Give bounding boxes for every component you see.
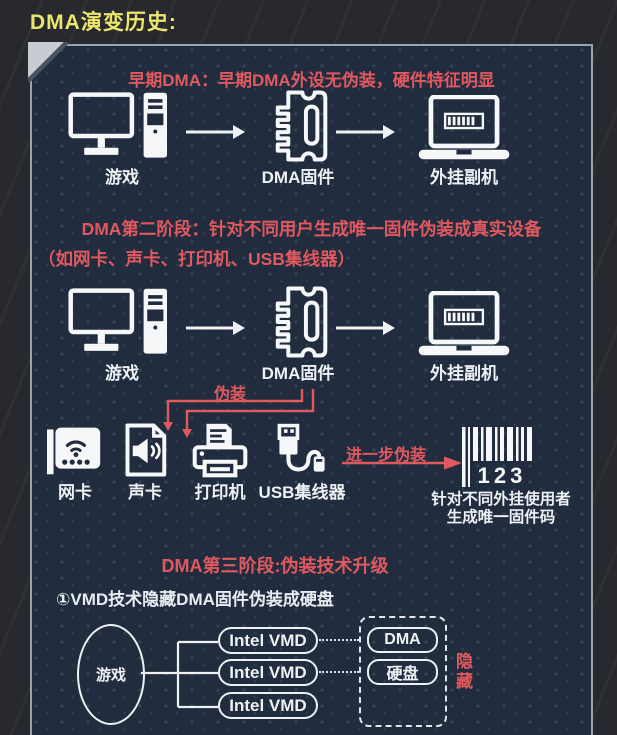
sound-card-icon xyxy=(125,423,167,477)
printer-icon xyxy=(192,423,248,478)
further-masquerade-arrow xyxy=(342,456,462,470)
page-title: DMA演变历史: xyxy=(30,11,177,34)
hdd-box: 硬盘 xyxy=(367,659,438,685)
flow-arrow-icon xyxy=(336,125,395,139)
dotted-link xyxy=(319,671,359,673)
flow2-laptop-group: 外挂副机 xyxy=(410,291,518,384)
dma-card-icon xyxy=(275,90,328,162)
flow-arrow-icon xyxy=(186,321,245,335)
flow-label: 外挂副机 xyxy=(430,364,498,383)
device-sound-card-group: 声卡 xyxy=(114,422,176,503)
further-masquerade-label: 进一步伪装 xyxy=(346,447,427,464)
desktop-computer-icon xyxy=(68,92,167,158)
section1-heading: 早期DMA：早期DMA外设无伪装，硬件特征明显 xyxy=(128,71,495,90)
device-label: 打印机 xyxy=(194,483,246,502)
barcode-icon: 123 xyxy=(462,427,532,487)
dotted-link xyxy=(319,639,359,641)
corner-fold-decoration xyxy=(28,42,68,82)
flow-label: 外挂副机 xyxy=(430,168,498,187)
desktop-computer-icon xyxy=(68,288,167,354)
vmd-box-label: Intel VMD xyxy=(229,662,307,682)
dma-box-label: DMA xyxy=(384,631,421,648)
device-label: 声卡 xyxy=(128,483,162,502)
masquerade-label: 伪装 xyxy=(214,386,247,403)
vmd-box: Intel VMD xyxy=(218,627,318,654)
device-label: USB集线器 xyxy=(258,483,346,502)
device-usb-hub-group: USB集线器 xyxy=(256,422,348,503)
vmd-box: Intel VMD xyxy=(218,692,318,719)
hidden-label: 隐藏 xyxy=(453,652,472,692)
hdd-box-label: 硬盘 xyxy=(386,666,419,683)
device-printer-group: 打印机 xyxy=(184,422,256,503)
flow-label: DMA固件 xyxy=(261,364,335,383)
game-label: 游戏 xyxy=(95,667,126,684)
stage-panel xyxy=(30,44,593,735)
vmd-box: Intel VMD xyxy=(218,659,318,686)
flow-label: DMA固件 xyxy=(261,168,335,187)
barcode-caption-line1: 针对不同外挂使用者 xyxy=(431,491,571,508)
section3-heading: DMA第三阶段:伪装技术升级 xyxy=(161,556,389,576)
flow-label: 游戏 xyxy=(105,168,139,187)
dma-card-icon xyxy=(275,286,328,358)
device-network-card-group: 网卡 xyxy=(38,422,112,503)
device-label: 网卡 xyxy=(58,483,92,502)
flow-arrow-icon xyxy=(186,125,245,139)
flow1-dma-group: DMA固件 xyxy=(246,89,350,188)
usb-hub-icon xyxy=(277,423,325,472)
vmd-box-label: Intel VMD xyxy=(229,630,307,650)
section2-heading-line1: DMA第二阶段：针对不同用户生成唯一固件伪装成真实设备 xyxy=(81,219,542,239)
network-card-icon xyxy=(47,427,101,475)
section3-subheading: ①VMD技术隐藏DMA固件伪装成硬盘 xyxy=(56,590,334,609)
vmd-box-label: Intel VMD xyxy=(229,695,307,715)
flow-arrow-icon xyxy=(336,321,395,335)
section2-heading-line2: （如网卡、声卡、打印机、USB集线器） xyxy=(38,249,355,269)
masquerade-connector xyxy=(163,389,315,438)
flow1-game-group: 游戏 xyxy=(52,91,192,188)
flow1-laptop-group: 外挂副机 xyxy=(410,95,518,188)
flow2-game-group: 游戏 xyxy=(52,287,192,384)
laptop-icon xyxy=(418,95,510,160)
barcode-caption-line2: 生成唯一固件码 xyxy=(446,509,556,526)
laptop-icon xyxy=(418,291,510,356)
flow-label: 游戏 xyxy=(105,364,139,383)
game-ellipse: 游戏 xyxy=(77,624,145,725)
barcode-digits: 123 xyxy=(478,463,527,487)
flow2-dma-group: DMA固件 xyxy=(246,285,350,384)
hidden-group-box xyxy=(359,616,447,727)
dma-box: DMA xyxy=(367,627,438,653)
vmd-connector-lines xyxy=(141,640,218,709)
